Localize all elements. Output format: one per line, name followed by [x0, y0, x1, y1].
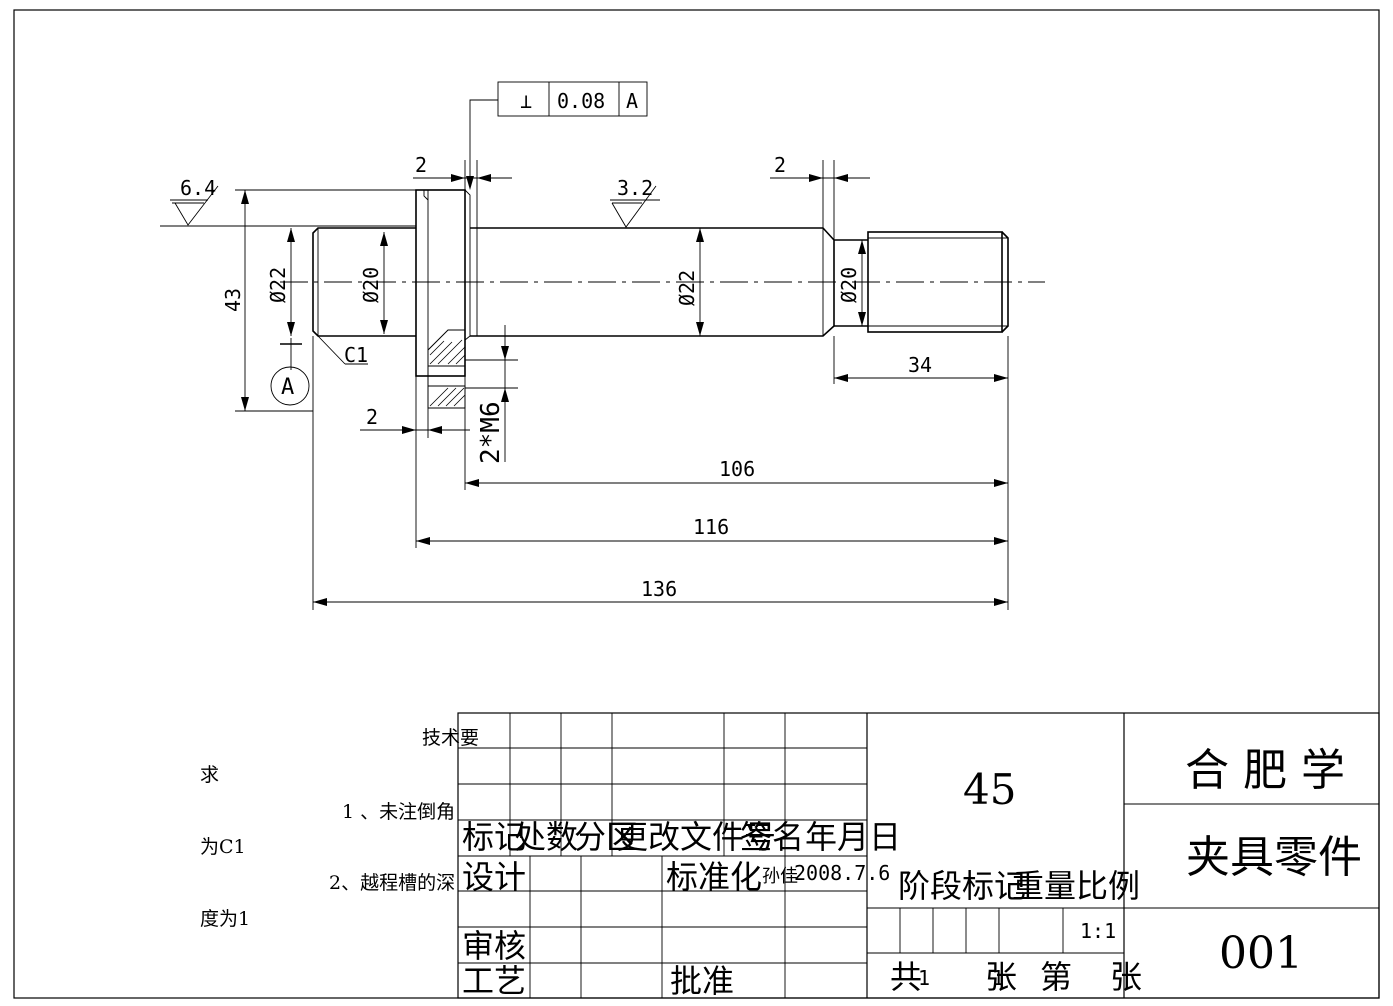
- tolerance-symbol: ⊥: [520, 89, 532, 113]
- datum-label: A: [281, 375, 294, 400]
- dim-2-bottom: 2: [366, 405, 378, 429]
- middle-shaft-section: [470, 227, 835, 337]
- process-label: 工艺: [462, 962, 526, 1000]
- approve-label: 批准: [670, 962, 734, 1000]
- dimension-texts: 6.4 3.2 ⊥ 0.08 A A C1 2 2 2 34 106 116 1…: [180, 89, 932, 601]
- drawing-number: 001: [1219, 928, 1303, 979]
- page-label: 第: [1040, 958, 1072, 996]
- hatch-section: [427, 329, 466, 409]
- material-value: 45: [963, 765, 1016, 814]
- roughness-3-2: 3.2: [617, 176, 653, 200]
- notes-title: 技术要: [422, 727, 479, 749]
- notes-line4: 2、越程槽的深: [329, 872, 455, 894]
- dim-2-top-left: 2: [415, 153, 427, 177]
- roughness-6-4: 6.4: [180, 176, 216, 200]
- tolerance-datum: A: [626, 89, 638, 113]
- rev-header-date: 年月日: [805, 818, 901, 856]
- school-name: 合 肥 学: [1185, 745, 1345, 796]
- signature-text: 孙佳: [762, 866, 798, 887]
- rev-header-zone: 分区: [574, 818, 638, 856]
- dim-d20-left: Ø20: [359, 267, 383, 303]
- shaft-part: [280, 189, 1045, 409]
- scale-label: 比例: [1076, 867, 1140, 905]
- dim-34: 34: [908, 353, 932, 377]
- right-threaded-section: [867, 231, 1003, 333]
- dim-d22-left: Ø22: [266, 267, 290, 303]
- date-text: 2008.7.6: [794, 861, 890, 885]
- standardize-label: 标准化: [666, 858, 762, 896]
- datum-circle: [270, 366, 310, 406]
- sheets-label: 张: [985, 958, 1017, 996]
- total-label: 共: [890, 958, 922, 996]
- stage-label: 阶段标记: [898, 867, 1026, 905]
- left-shaft-section: [312, 227, 416, 337]
- dim-43: 43: [221, 288, 245, 312]
- roughness-symbol-mid: [611, 185, 657, 228]
- thread-label: 2*M6: [476, 401, 506, 464]
- rev-header-file: 更改文件号: [616, 818, 776, 856]
- notes-line2: 1 、未注倒角: [342, 801, 455, 823]
- dim-d22-mid: Ø22: [675, 270, 699, 306]
- page-value: 1: [992, 966, 1004, 990]
- title-block: 45 合 肥 学 夹具零件 001 标记 处数 分区 更改文件号 签名 年月日 …: [457, 712, 1380, 1000]
- chamfer-label: C1: [344, 343, 368, 367]
- technical-notes: 技术要 求 1 、未注倒角 为C1 2、越程槽的深 度为1: [200, 727, 479, 930]
- flange: [415, 189, 466, 377]
- notes-line1: 求: [200, 764, 219, 786]
- dim-106: 106: [719, 457, 755, 481]
- rev-header-mark: 标记: [462, 818, 526, 856]
- tolerance-frame: [497, 81, 648, 117]
- tolerance-value: 0.08: [557, 89, 605, 113]
- dimension-lines: [160, 81, 1009, 610]
- rev-header-count: 处数: [514, 818, 578, 856]
- rev-header-sign: 签名: [740, 818, 804, 856]
- notes-line5: 度为1: [200, 908, 250, 930]
- total-value: 1: [918, 966, 930, 990]
- dim-d20-right: Ø20: [837, 267, 861, 303]
- scale-value: 1:1: [1080, 919, 1116, 943]
- dim-116: 116: [693, 515, 729, 539]
- dim-2-top-right: 2: [774, 153, 786, 177]
- roughness-symbol-left: [174, 185, 219, 226]
- page-unit: 张: [1110, 958, 1142, 996]
- design-label: 设计: [462, 858, 526, 896]
- part-name: 夹具零件: [1186, 832, 1362, 883]
- dim-136: 136: [641, 577, 677, 601]
- weight-label: 重量: [1012, 867, 1076, 905]
- review-label: 审核: [462, 927, 526, 965]
- notes-line3: 为C1: [200, 836, 246, 858]
